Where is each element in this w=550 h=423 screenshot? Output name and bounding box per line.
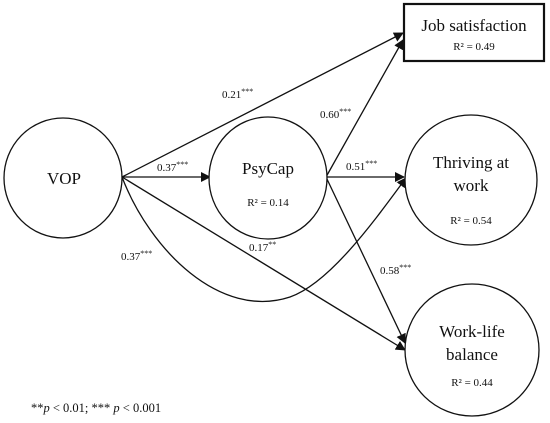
node-thriving — [404, 114, 538, 246]
job-satisfaction-label: Job satisfaction — [421, 16, 527, 35]
thriving-label-line2: work — [454, 176, 489, 195]
thriving-label-line1: Thriving at — [433, 153, 509, 172]
psycap-r2: R² = 0.14 — [247, 197, 289, 209]
path-psycap-to-worklife — [325, 176, 406, 344]
coef-vop-psycap: 0.37*** — [157, 160, 188, 174]
coef-psycap-job: 0.60*** — [320, 107, 351, 121]
psycap-label: PsyCap — [242, 159, 294, 178]
node-job-satisfaction — [402, 2, 546, 63]
path-vop-to-worklife — [121, 176, 406, 351]
coef-vop-thriving: 0.37*** — [121, 249, 152, 263]
significance-note: **p < 0.01; *** p < 0.001 — [31, 401, 161, 415]
job-satisfaction-r2: R² = 0.49 — [453, 41, 495, 53]
path-psycap-to-job-satisfaction — [325, 39, 404, 178]
path-vop-to-job-satisfaction — [121, 32, 404, 178]
worklife-r2: R² = 0.44 — [451, 377, 493, 389]
worklife-label-line2: balance — [446, 345, 498, 364]
coef-psycap-worklife: 0.58*** — [380, 263, 411, 277]
coef-psycap-thriving: 0.51*** — [346, 159, 377, 173]
node-worklife — [404, 283, 540, 417]
thriving-r2: R² = 0.54 — [450, 215, 492, 227]
coef-vop-worklife: 0.17** — [249, 240, 276, 254]
vop-label: VOP — [47, 169, 81, 188]
node-psycap — [208, 116, 328, 240]
path-vop-to-thriving — [121, 176, 407, 303]
node-vop — [3, 117, 123, 239]
worklife-label-line1: Work-life — [439, 322, 505, 341]
coef-vop-job: 0.21*** — [222, 87, 253, 101]
